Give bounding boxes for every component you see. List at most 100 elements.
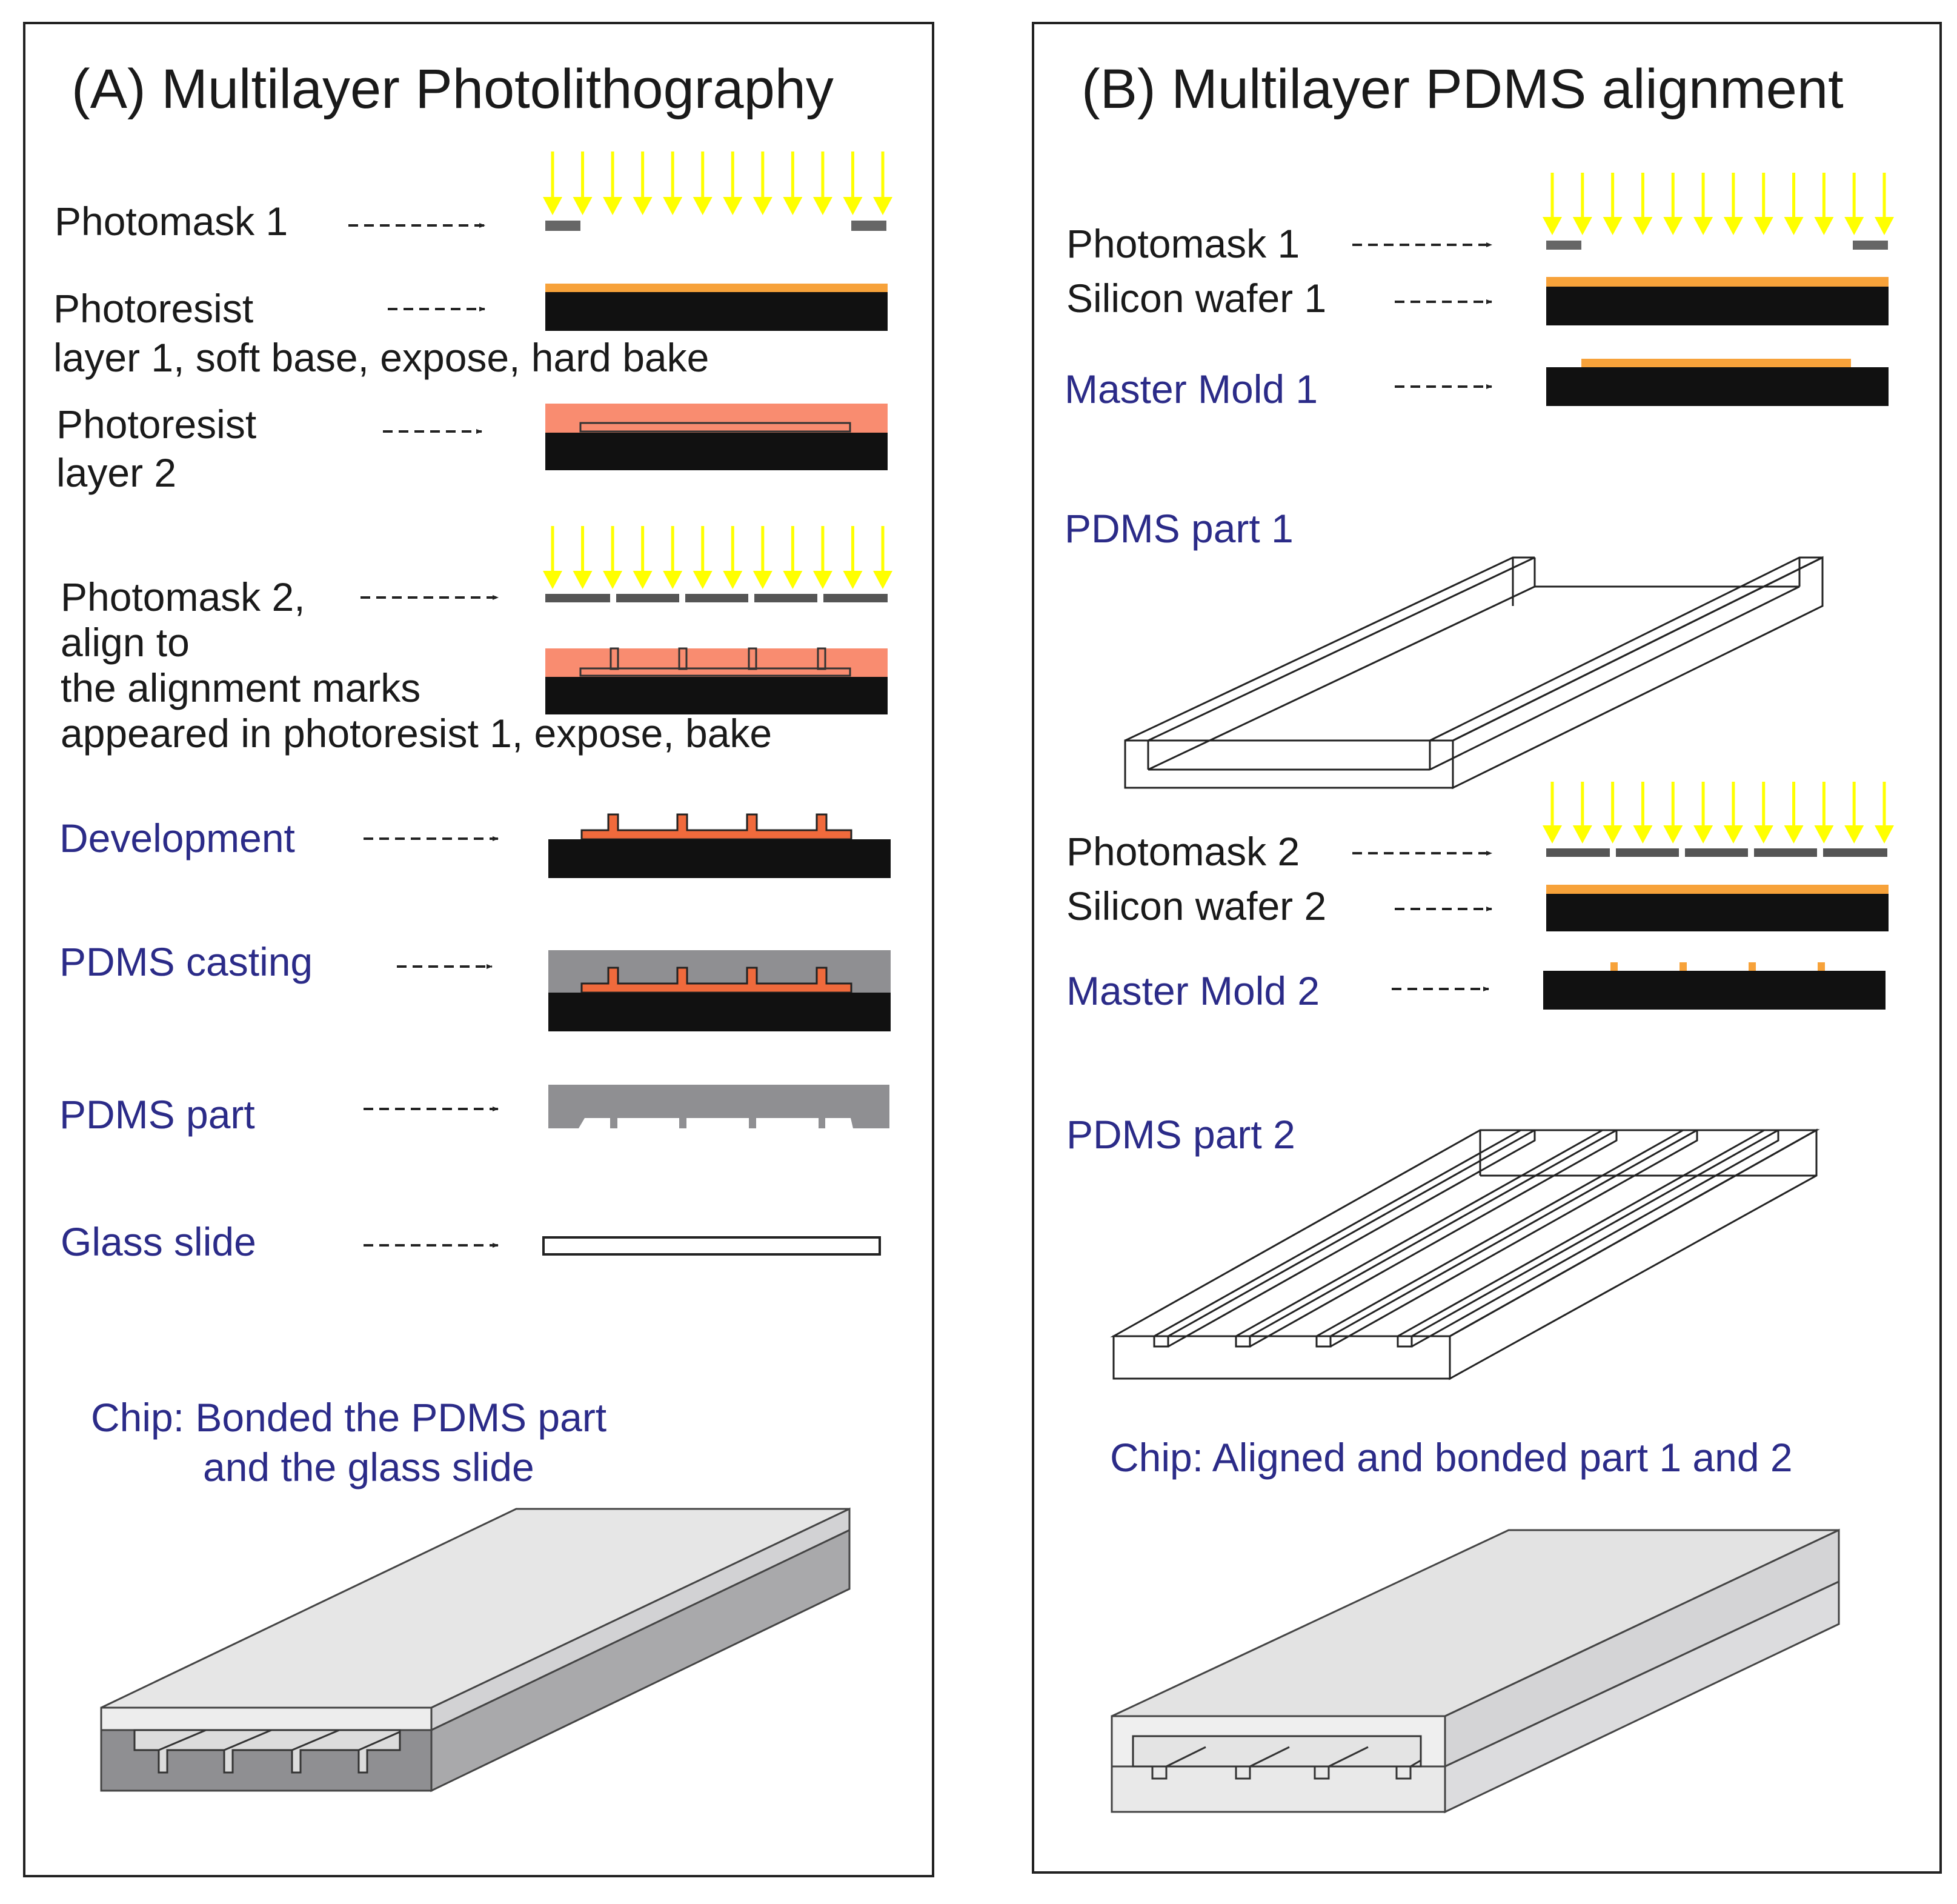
- uv-arrow-head: [1723, 825, 1743, 844]
- uv-arrow-head: [1784, 825, 1804, 844]
- uv-arrow-head: [573, 197, 593, 215]
- label-photomask-2-line1: Photomask 2,: [61, 574, 305, 619]
- uv-arrow-head: [1603, 825, 1623, 844]
- uv-arrow-head: [1875, 825, 1894, 844]
- chip-b-caption: Chip: Aligned and bonded part 1 and 2: [1110, 1435, 1793, 1480]
- b-mask-block-right: [1853, 241, 1888, 250]
- cast-features: [580, 967, 852, 994]
- uv-arrow-head: [603, 197, 623, 215]
- mask2-block-3: [685, 594, 748, 602]
- mask2-block-4: [754, 594, 817, 602]
- chip-a-channel-edge-2: [224, 1729, 272, 1751]
- label-pdms-part: PDMS part: [59, 1092, 255, 1137]
- wafer-4: [548, 839, 891, 878]
- label-development: Development: [59, 816, 295, 860]
- uv-arrow-head: [1814, 825, 1834, 844]
- developed-features: [580, 813, 852, 840]
- b-mask-block-left: [1546, 241, 1581, 250]
- b-mold-2-wafer: [1543, 971, 1886, 1010]
- uv-arrow-head: [1723, 217, 1743, 235]
- chip-a-channel-edge-4: [358, 1731, 400, 1751]
- uv-light-arrows-b1: [1543, 173, 1894, 235]
- align-mark-1: [610, 647, 619, 670]
- label-photomask-2-line2: align to: [61, 620, 190, 665]
- embedded-layer-1: [579, 422, 851, 433]
- label-b-master-mold-2: Master Mold 2: [1066, 968, 1320, 1013]
- photoresist-layer-2-aligned: [545, 648, 888, 677]
- b-mold-2-feature-3: [1749, 962, 1756, 971]
- uv-arrow-head: [1875, 217, 1894, 235]
- b-mask2-block-1: [1546, 848, 1610, 857]
- uv-light-arrows-2: [543, 526, 892, 589]
- uv-arrow-head: [603, 571, 623, 589]
- label-photoresist-1-line2: layer 1, soft base, expose, hard bake: [53, 335, 709, 380]
- uv-arrow-head: [723, 571, 743, 589]
- uv-light-arrows-1: [543, 151, 892, 215]
- chip-b-channel-edges: [1166, 1746, 1421, 1768]
- uv-arrow-head: [1633, 217, 1653, 235]
- label-photomask-2-line3: the alignment marks: [61, 665, 420, 710]
- b-wafer-1: [1546, 287, 1889, 325]
- uv-arrow-head: [1784, 217, 1804, 235]
- uv-arrow-head: [1814, 217, 1834, 235]
- uv-light-arrows-b2: [1543, 782, 1894, 844]
- photoresist-layer-2: [545, 404, 888, 433]
- uv-arrow-head: [723, 197, 743, 215]
- b-wafer-2: [1546, 894, 1889, 931]
- label-photomask-2-line4: appeared in photoresist 1, expose, bake: [61, 711, 772, 756]
- uv-arrow-head: [693, 571, 713, 589]
- uv-arrow-head: [633, 571, 653, 589]
- pdms-part-1-3d: [1124, 556, 1824, 790]
- uv-arrow-head: [663, 197, 683, 215]
- uv-arrow-head: [843, 571, 863, 589]
- uv-arrow-head: [663, 571, 683, 589]
- mask2-block-2: [616, 594, 679, 602]
- uv-arrow-head: [873, 197, 892, 215]
- b-mold-2-feature-2: [1680, 962, 1687, 971]
- mask2-block-1: [545, 594, 610, 602]
- uv-arrow-head: [1633, 825, 1653, 844]
- uv-arrow-head: [1543, 825, 1562, 844]
- uv-arrow-head: [1693, 217, 1713, 235]
- chip-b-3d: [1111, 1528, 1840, 1814]
- b-mask2-block-3: [1685, 848, 1748, 857]
- uv-arrow-head: [1753, 217, 1773, 235]
- uv-arrow-head: [753, 571, 772, 589]
- chip-a-caption-line2: and the glass slide: [203, 1445, 534, 1490]
- photoresist-layer-1: [545, 284, 888, 292]
- label-b-silicon-wafer-2: Silicon wafer 2: [1066, 884, 1326, 928]
- label-b-photomask-1: Photomask 1: [1066, 221, 1300, 266]
- chip-a-channel-edge-3: [291, 1729, 340, 1751]
- label-b-photomask-2: Photomask 2: [1066, 829, 1300, 874]
- mask2-block-5: [823, 594, 888, 602]
- chip-a-front-glass: [100, 1706, 433, 1731]
- b-mold-2-feature-1: [1610, 962, 1618, 971]
- label-b-silicon-wafer-1: Silicon wafer 1: [1066, 276, 1326, 321]
- wafer-2: [545, 433, 888, 470]
- b-mold-2-feature-4: [1818, 962, 1825, 971]
- uv-arrow-head: [1844, 217, 1864, 235]
- uv-arrow-head: [1753, 825, 1773, 844]
- uv-arrow-head: [1844, 825, 1864, 844]
- uv-arrow-head: [1572, 217, 1592, 235]
- wafer-3: [545, 677, 888, 714]
- b-photoresist-2: [1546, 885, 1889, 894]
- label-glass-slide: Glass slide: [61, 1219, 256, 1264]
- label-photomask-1: Photomask 1: [55, 199, 288, 244]
- chip-b-front-lower: [1111, 1765, 1446, 1813]
- uv-arrow-head: [843, 197, 863, 215]
- label-b-pdms-part-2: PDMS part 2: [1066, 1112, 1295, 1157]
- align-mark-4: [817, 647, 826, 670]
- pdms-part-2-3d: [1110, 1128, 1820, 1380]
- uv-arrow-head: [783, 571, 803, 589]
- mask-block-left: [545, 221, 580, 231]
- uv-arrow-head: [812, 197, 832, 215]
- label-photoresist-2-line1: Photoresist: [56, 402, 256, 447]
- embedded-layer-aligned: [579, 667, 851, 677]
- chip-a-caption-line1: Chip: Bonded the PDMS part: [91, 1395, 606, 1440]
- uv-arrow-head: [753, 197, 772, 215]
- uv-arrow-head: [812, 571, 832, 589]
- panel-a-title: (A) Multilayer Photolithography: [71, 58, 834, 120]
- uv-arrow-head: [573, 571, 593, 589]
